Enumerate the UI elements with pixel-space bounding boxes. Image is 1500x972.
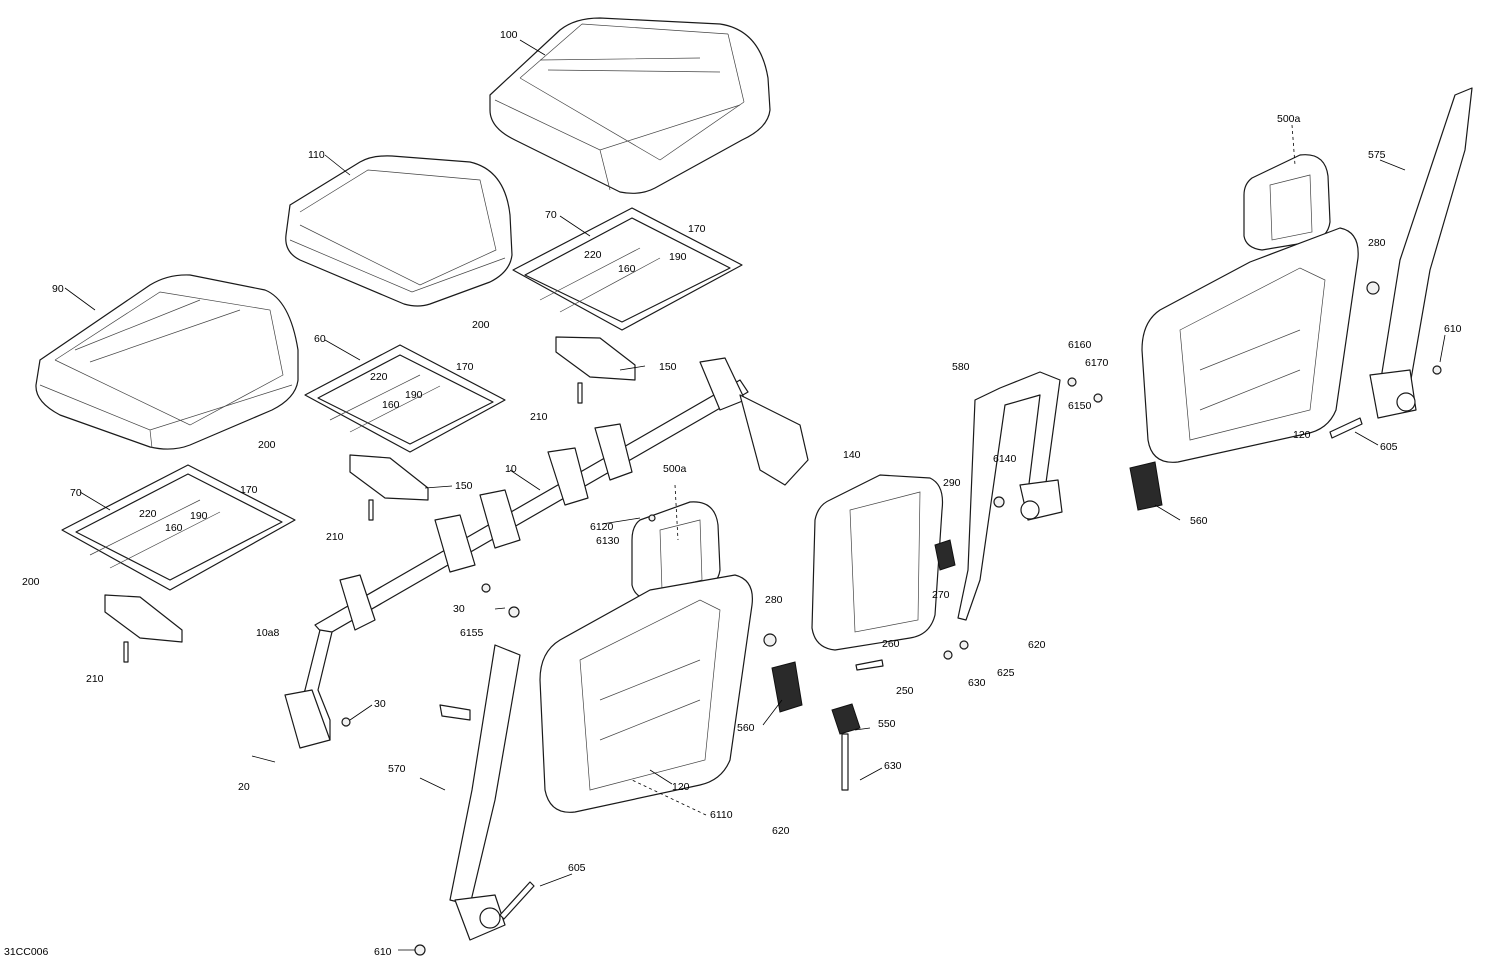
buckle-560-center: [771, 661, 803, 713]
label-500a-right: 500a: [1277, 113, 1301, 125]
label-90: 90: [52, 283, 64, 295]
label-170-mid: 170: [456, 361, 474, 373]
label-625: 625: [997, 667, 1015, 679]
label-6160: 6160: [1068, 339, 1092, 351]
label-605-right: 605: [1380, 441, 1398, 453]
callout-labels: 100 110 90 70 170 220 190 160 200 60 170…: [22, 29, 1462, 958]
label-630-center: 630: [884, 760, 902, 772]
buckle-550: [831, 703, 861, 791]
backrest-120-right: [1141, 227, 1359, 463]
label-290: 290: [943, 477, 961, 489]
label-190-top: 190: [669, 251, 687, 263]
leader-lines: [64, 39, 1446, 951]
label-550: 550: [878, 718, 896, 730]
label-260: 260: [882, 638, 900, 650]
label-280-right: 280: [1368, 237, 1386, 249]
label-200-left: 200: [22, 576, 40, 588]
label-620-right: 620: [1028, 639, 1046, 651]
label-10: 10: [505, 463, 517, 475]
label-200-top: 200: [472, 319, 490, 331]
label-6150: 6150: [1068, 400, 1092, 412]
label-270: 270: [932, 589, 950, 601]
label-200-mid: 200: [258, 439, 276, 451]
seat-cushion-100: [489, 17, 771, 194]
diagram-code: 31CC006: [4, 946, 49, 958]
label-70-top: 70: [545, 209, 557, 221]
label-140: 140: [843, 449, 861, 461]
label-110: 110: [308, 149, 325, 161]
seat-frame-70-left: [61, 464, 296, 643]
seatbelt-575: [1369, 87, 1473, 419]
label-120-right: 120: [1293, 429, 1311, 441]
label-100: 100: [500, 29, 518, 41]
label-6170: 6170: [1085, 357, 1109, 369]
label-10a8: 10a8: [256, 627, 280, 639]
label-120-center: 120: [672, 781, 690, 793]
label-605-center: 605: [568, 862, 586, 874]
label-210-left: 210: [86, 673, 104, 685]
fasteners: [123, 281, 1442, 956]
label-170-top: 170: [688, 223, 706, 235]
label-210-mid: 210: [326, 531, 344, 543]
label-150-top: 150: [659, 361, 677, 373]
label-60: 60: [314, 333, 326, 345]
label-280-center: 280: [765, 594, 783, 606]
tube-frame-10: [284, 357, 809, 749]
seat-frame-70-top: [512, 207, 743, 381]
label-570: 570: [388, 763, 406, 775]
seatbelt-570: [439, 644, 521, 941]
label-560-center: 560: [737, 722, 755, 734]
label-560-right: 560: [1190, 515, 1208, 527]
label-220-mid: 220: [370, 371, 388, 383]
label-70-left: 70: [70, 487, 82, 499]
label-6110: 6110: [710, 809, 733, 821]
label-620-center: 620: [772, 825, 790, 837]
buckle-560-right: [1129, 461, 1163, 511]
backrest-120-center: [539, 574, 753, 813]
label-575: 575: [1368, 149, 1386, 161]
seat-frame-60-middle: [304, 344, 506, 501]
bracket-270: [934, 539, 956, 571]
label-580: 580: [952, 361, 970, 373]
label-610-right: 610: [1444, 323, 1462, 335]
label-210-top: 210: [530, 411, 548, 423]
backrest-500a-right: [1243, 154, 1331, 251]
label-6120: 6120: [590, 521, 614, 533]
label-630-right: 630: [968, 677, 986, 689]
label-190-left: 190: [190, 510, 208, 522]
label-500a-center: 500a: [663, 463, 687, 475]
backrest-140: [811, 474, 944, 651]
label-6155: 6155: [460, 627, 484, 639]
label-160-left: 160: [165, 522, 183, 534]
label-190-mid: 190: [405, 389, 423, 401]
label-160-mid: 160: [382, 399, 400, 411]
label-160-top: 160: [618, 263, 636, 275]
label-220-top: 220: [584, 249, 602, 261]
label-610-center: 610: [374, 946, 392, 958]
label-150-mid: 150: [455, 480, 473, 492]
label-6130: 6130: [596, 535, 620, 547]
label-20: 20: [238, 781, 250, 793]
label-6140: 6140: [993, 453, 1017, 465]
label-250: 250: [896, 685, 914, 697]
seat-cushion-90: [35, 274, 299, 450]
label-30-bracket: 30: [374, 698, 386, 710]
seat-cushion-110: [285, 155, 513, 307]
label-220-left: 220: [139, 508, 157, 520]
seatbelt-580: [957, 371, 1063, 621]
label-30-frame: 30: [453, 603, 465, 615]
label-170-left: 170: [240, 484, 258, 496]
